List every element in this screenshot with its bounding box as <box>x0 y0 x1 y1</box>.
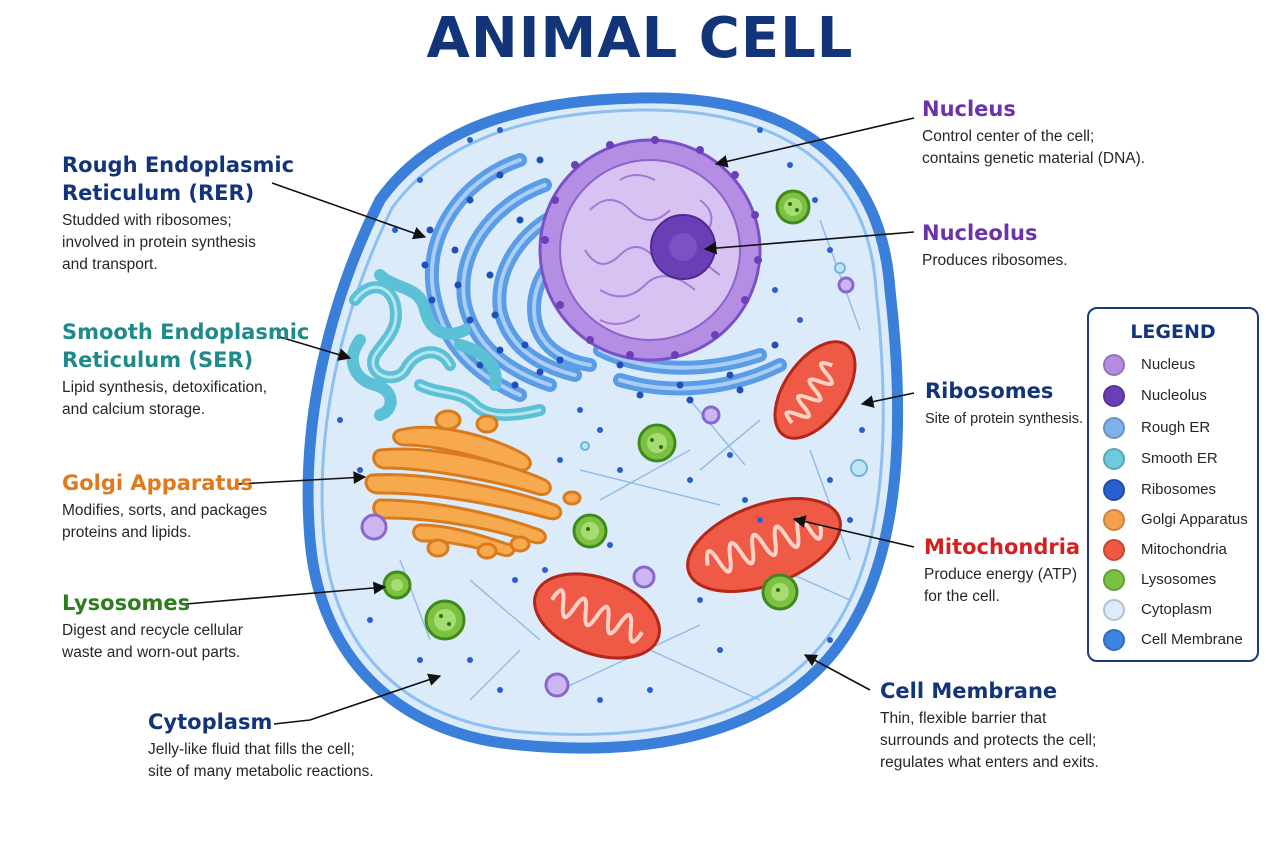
page-title: ANIMAL CELL <box>0 6 1280 71</box>
label-nucleus: Nucleus Control center of the cell; cont… <box>922 95 1145 170</box>
membrane-desc-1: Thin, flexible barrier that <box>880 708 1099 730</box>
mitochondria-heading: Mitochondria <box>924 533 1080 561</box>
label-ser: Smooth Endoplasmic Reticulum (SER) Lipid… <box>62 318 309 421</box>
legend-swatch-cytoplasm <box>1103 599 1125 621</box>
label-ribosomes: Ribosomes Site of protein synthesis. <box>925 377 1083 430</box>
membrane-heading: Cell Membrane <box>880 677 1099 705</box>
rer-heading-2: Reticulum (RER) <box>62 179 294 207</box>
nucleus-heading: Nucleus <box>922 95 1145 123</box>
legend-swatch-golgi <box>1103 509 1125 531</box>
legend-swatch-rough-er <box>1103 417 1125 439</box>
lysosomes-heading: Lysosomes <box>62 589 243 617</box>
nucleolus-desc-1: Produces ribosomes. <box>922 250 1068 272</box>
label-nucleolus: Nucleolus Produces ribosomes. <box>922 219 1068 272</box>
golgi-desc-1: Modifies, sorts, and packages <box>62 500 267 522</box>
legend-title: LEGEND <box>1089 321 1257 343</box>
legend-swatch-smooth-er <box>1103 448 1125 470</box>
golgi-heading: Golgi Apparatus <box>62 469 267 497</box>
legend: LEGEND Nucleus Nucleolus Rough ER Smooth… <box>1087 307 1259 662</box>
rer-desc-1: Studded with ribosomes; <box>62 210 294 232</box>
legend-swatch-nucleolus <box>1103 385 1125 407</box>
ser-desc-1: Lipid synthesis, detoxification, <box>62 377 309 399</box>
label-cell-membrane: Cell Membrane Thin, flexible barrier tha… <box>880 677 1099 774</box>
rer-desc-3: and transport. <box>62 254 294 276</box>
cytoplasm-desc-2: site of many metabolic reactions. <box>148 761 374 783</box>
legend-swatch-nucleus <box>1103 354 1125 376</box>
nucleus-desc-1: Control center of the cell; <box>922 126 1145 148</box>
label-cytoplasm: Cytoplasm Jelly-like fluid that fills th… <box>148 708 374 783</box>
legend-swatch-mitochondria <box>1103 539 1125 561</box>
nucleus-desc-2: contains genetic material (DNA). <box>922 148 1145 170</box>
ribosomes-heading: Ribosomes <box>925 377 1083 405</box>
ribosomes-desc-1: Site of protein synthesis. <box>925 408 1083 430</box>
lysosomes-desc-2: waste and worn-out parts. <box>62 642 243 664</box>
label-lysosomes: Lysosomes Digest and recycle cellular wa… <box>62 589 243 664</box>
ser-desc-2: and calcium storage. <box>62 399 309 421</box>
cytoplasm-heading: Cytoplasm <box>148 708 374 736</box>
label-rer: Rough Endoplasmic Reticulum (RER) Studde… <box>62 151 294 276</box>
membrane-desc-2: surrounds and protects the cell; <box>880 730 1099 752</box>
nucleolus-heading: Nucleolus <box>922 219 1068 247</box>
mitochondria-desc-2: for the cell. <box>924 586 1080 608</box>
legend-swatch-ribosomes <box>1103 479 1125 501</box>
label-golgi: Golgi Apparatus Modifies, sorts, and pac… <box>62 469 267 544</box>
rer-desc-2: involved in protein synthesis <box>62 232 294 254</box>
label-mitochondria: Mitochondria Produce energy (ATP) for th… <box>924 533 1080 608</box>
ser-heading-2: Reticulum (SER) <box>62 346 309 374</box>
mitochondria-desc-1: Produce energy (ATP) <box>924 564 1080 586</box>
lysosomes-desc-1: Digest and recycle cellular <box>62 620 243 642</box>
golgi-desc-2: proteins and lipids. <box>62 522 267 544</box>
cytoplasm-desc-1: Jelly-like fluid that fills the cell; <box>148 739 374 761</box>
ser-heading-1: Smooth Endoplasmic <box>62 318 309 346</box>
legend-swatch-lysosomes <box>1103 569 1125 591</box>
membrane-desc-3: regulates what enters and exits. <box>880 752 1099 774</box>
legend-swatch-cell-membrane <box>1103 629 1125 651</box>
rer-heading-1: Rough Endoplasmic <box>62 151 294 179</box>
